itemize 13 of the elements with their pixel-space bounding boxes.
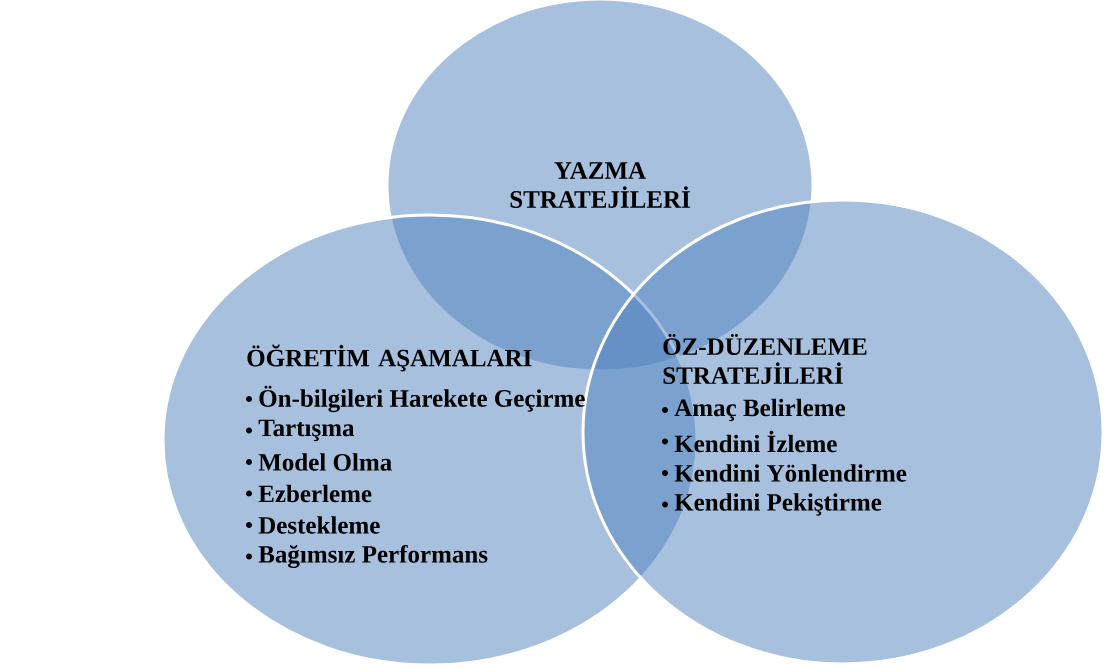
list-item: Model Olma xyxy=(258,453,392,471)
list-item: Amaç Belirleme xyxy=(674,398,846,422)
heading: YAZMA STRATEJİLERİ xyxy=(510,162,690,208)
list-item: Kendini Pekiştirme xyxy=(674,493,882,516)
list-item: Ön-bilgileri Harekete Geçirme xyxy=(259,385,585,413)
list-item: Kendini Yönlendirme xyxy=(674,464,907,482)
list-item: Ezberleme xyxy=(258,484,372,503)
list-item: Kendini İzleme xyxy=(674,430,837,453)
list-item: Destekleme xyxy=(258,516,380,534)
heading: ÖĞRETİM AŞAMALARI xyxy=(247,344,532,372)
list-item: Tartışma xyxy=(258,419,355,442)
list-item: Bağımsız Performans xyxy=(258,544,488,569)
heading: ÖZ-DÜZENLEME STRATEJİLERİ xyxy=(663,334,867,384)
